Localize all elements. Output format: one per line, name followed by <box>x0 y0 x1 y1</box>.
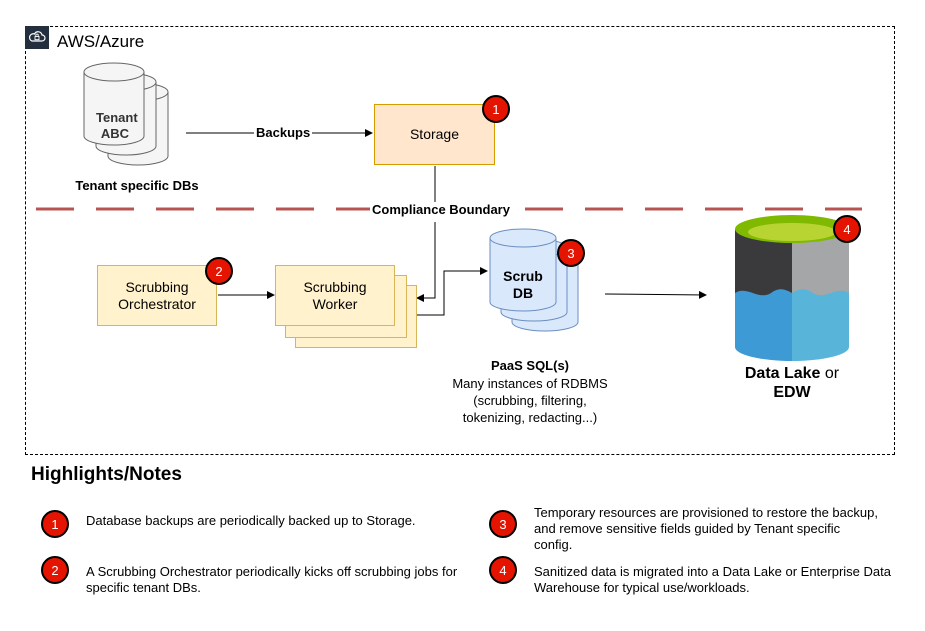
backups-label: Backups <box>254 125 313 140</box>
scrub-db-label: Scrub DB <box>503 268 543 301</box>
note-3-badge: 3 <box>489 510 517 538</box>
datalake-label-edw: EDW <box>773 384 811 401</box>
datalake-label: Data Lake or EDW <box>712 364 872 402</box>
worker-to-scrubdb-arrow <box>416 267 488 316</box>
notes-title: Highlights/Notes <box>31 464 182 485</box>
note-3-text: Temporary resources are provisioned to r… <box>534 505 878 552</box>
scrubdb-to-datalake-arrow <box>604 290 707 299</box>
scrubbing-worker-box[interactable]: Scrubbing Worker <box>275 265 395 326</box>
cloud-lock-icon <box>25 26 49 49</box>
scrub-db-stack <box>489 228 579 332</box>
compliance-boundary-label: Compliance Boundary <box>370 202 512 217</box>
tenant-db-stack <box>83 62 169 166</box>
note-4-text: Sanitized data is migrated into a Data L… <box>534 564 891 595</box>
tenant-db-caption: Tenant specific DBs <box>75 178 199 193</box>
badge-2: 2 <box>205 257 233 285</box>
datalake-cylinder <box>735 215 849 361</box>
badge-3: 3 <box>557 239 585 267</box>
note-2-badge: 2 <box>41 556 69 584</box>
tenant-db-label: Tenant ABC <box>96 110 138 141</box>
worker-label: Scrubbing Worker <box>303 278 367 312</box>
paas-description: Many instances of RDBMS (scrubbing, filt… <box>452 376 608 425</box>
datalake-label-or: or <box>820 365 840 382</box>
storage-box[interactable]: Storage <box>374 104 495 165</box>
note-1-badge: 1 <box>41 510 69 538</box>
note-2-text: A Scrubbing Orchestrator periodically ki… <box>86 564 458 595</box>
scrubbing-orchestrator-box[interactable]: Scrubbing Orchestrator <box>97 265 217 326</box>
badge-1: 1 <box>482 95 510 123</box>
storage-label: Storage <box>409 126 460 142</box>
datalake-label-bold: Data Lake <box>744 365 821 382</box>
note-1-text: Database backups are periodically backed… <box>86 513 416 528</box>
cloud-boundary <box>25 26 895 455</box>
paas-title: PaaS SQL(s) <box>490 358 570 373</box>
storage-to-worker-arrow <box>416 222 436 302</box>
orchestrator-label: Scrubbing Orchestrator <box>118 278 196 312</box>
note-4-badge: 4 <box>489 556 517 584</box>
cloud-title: AWS/Azure <box>57 32 145 51</box>
badge-4: 4 <box>833 215 861 243</box>
